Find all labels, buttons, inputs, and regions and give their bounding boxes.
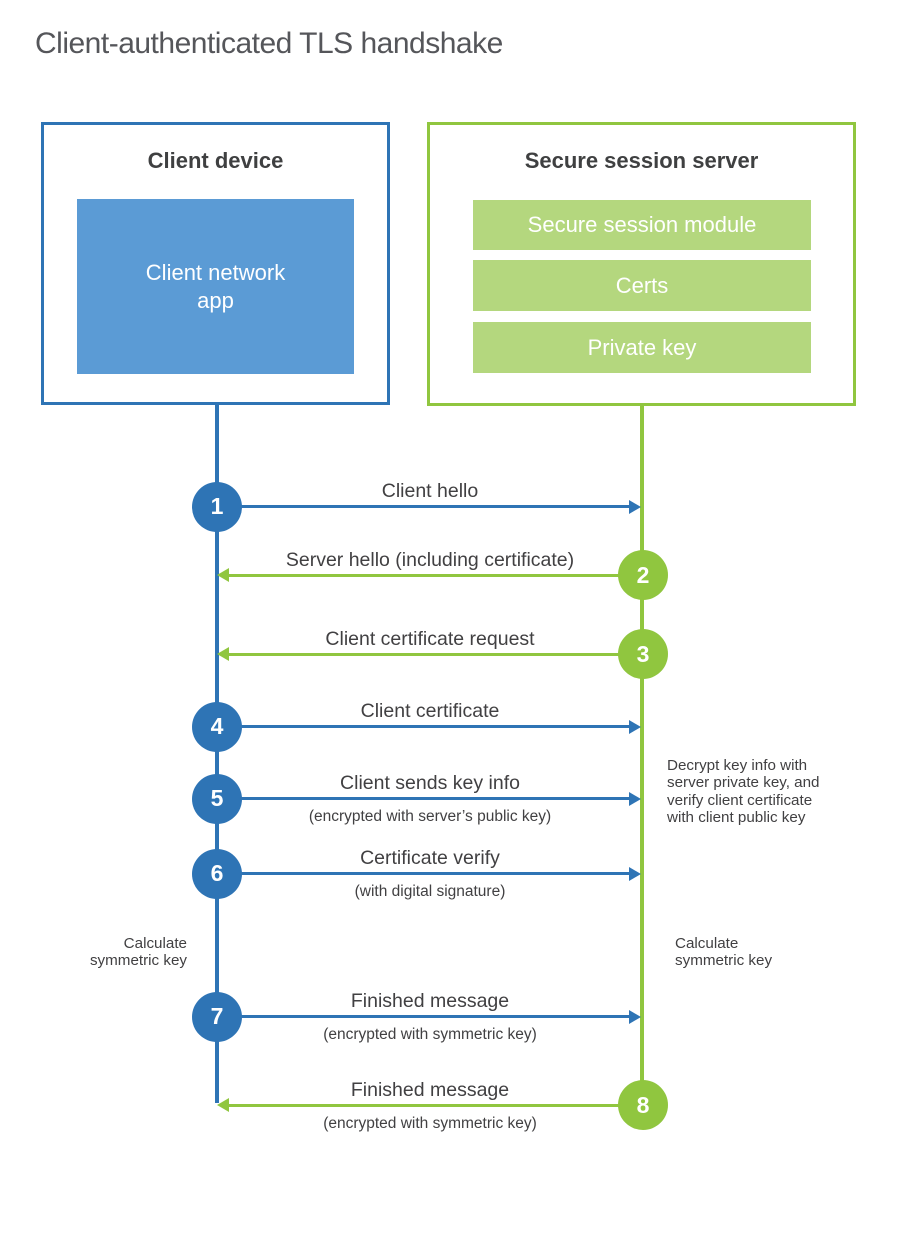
- decrypt-key-note-line: server private key, and: [667, 774, 820, 792]
- client-lifeline: [215, 405, 219, 1103]
- server-private-key-bar: Private key: [473, 322, 811, 373]
- arrow-head-right-icon: [629, 791, 641, 806]
- step-number-badge: 5: [192, 773, 242, 824]
- page-title: Client-authenticated TLS handshake: [35, 27, 503, 60]
- arrow-head-left-icon: [217, 647, 229, 661]
- arrow-shaft: [217, 505, 629, 508]
- calc-note-line: Calculate: [675, 935, 739, 952]
- step-number-badge: 7: [192, 991, 242, 1042]
- calc-note-line: symmetric key: [675, 952, 773, 969]
- secure-session-server-title: Secure session server: [524, 148, 759, 173]
- step-label: Client hello: [381, 480, 479, 502]
- step-number-badge: 1: [192, 481, 242, 532]
- server-private-key-label: Private key: [587, 334, 697, 360]
- arrow-head-right-icon: [629, 866, 641, 881]
- step-label: Finished message: [350, 1078, 510, 1101]
- arrow-shaft: [217, 797, 629, 800]
- step-label: Certificate verify: [360, 847, 500, 869]
- step-sublabel: (encrypted with symmetric key): [323, 1114, 537, 1132]
- step-label: Client certificate request: [325, 627, 535, 650]
- arrow-shaft: [217, 725, 629, 728]
- step-number-badge: 8: [618, 1080, 668, 1130]
- calc-note-line: Calculate: [123, 935, 187, 952]
- client-device-title: Client device: [147, 148, 284, 173]
- calc-note-line: symmetric key: [89, 952, 187, 969]
- decrypt-key-note-line: with client public key: [667, 809, 806, 827]
- step-number-badge: 2: [618, 550, 668, 600]
- arrow-shaft: [229, 1103, 643, 1107]
- server-lifeline: [640, 405, 644, 1105]
- step-number-badge: 6: [192, 848, 242, 899]
- step-label: Server hello (including certificate): [285, 548, 575, 571]
- step-label: Client sends key info: [340, 772, 520, 794]
- arrow-head-left-icon: [217, 1098, 229, 1112]
- arrow-head-right-icon: [629, 499, 641, 514]
- server-certs-bar: Certs: [473, 260, 811, 311]
- step-number-badge: 4: [192, 701, 242, 752]
- step-sublabel: (with digital signature): [354, 883, 506, 900]
- server-module-bar: Secure session module: [473, 200, 811, 250]
- step-label: Client certificate: [360, 700, 500, 722]
- decrypt-key-note-line: Decrypt key info with: [667, 757, 808, 774]
- step-sublabel: (encrypted with server’s public key): [308, 808, 552, 825]
- arrow-shaft: [217, 872, 629, 875]
- server-certs-label: Certs: [615, 272, 669, 298]
- arrow-head-left-icon: [217, 568, 229, 582]
- arrow-shaft: [217, 1015, 629, 1018]
- server-module-label: Secure session module: [527, 212, 757, 237]
- calculate-symmetric-key-note-right: Calculate symmetric key: [675, 935, 825, 969]
- step-sublabel: (encrypted with symmetric key): [323, 1026, 537, 1043]
- decrypt-key-note: Decrypt key info with server private key…: [667, 757, 847, 827]
- arrow-head-right-icon: [629, 719, 641, 734]
- step-label: Finished message: [350, 990, 510, 1012]
- arrow-shaft: [229, 652, 643, 656]
- arrow-head-right-icon: [629, 1009, 641, 1024]
- calculate-symmetric-key-note-left: Calculate symmetric key: [37, 935, 187, 969]
- step-number-badge: 3: [618, 629, 668, 679]
- arrow-shaft: [229, 573, 643, 577]
- decrypt-key-note-line: verify client certificate: [667, 791, 813, 809]
